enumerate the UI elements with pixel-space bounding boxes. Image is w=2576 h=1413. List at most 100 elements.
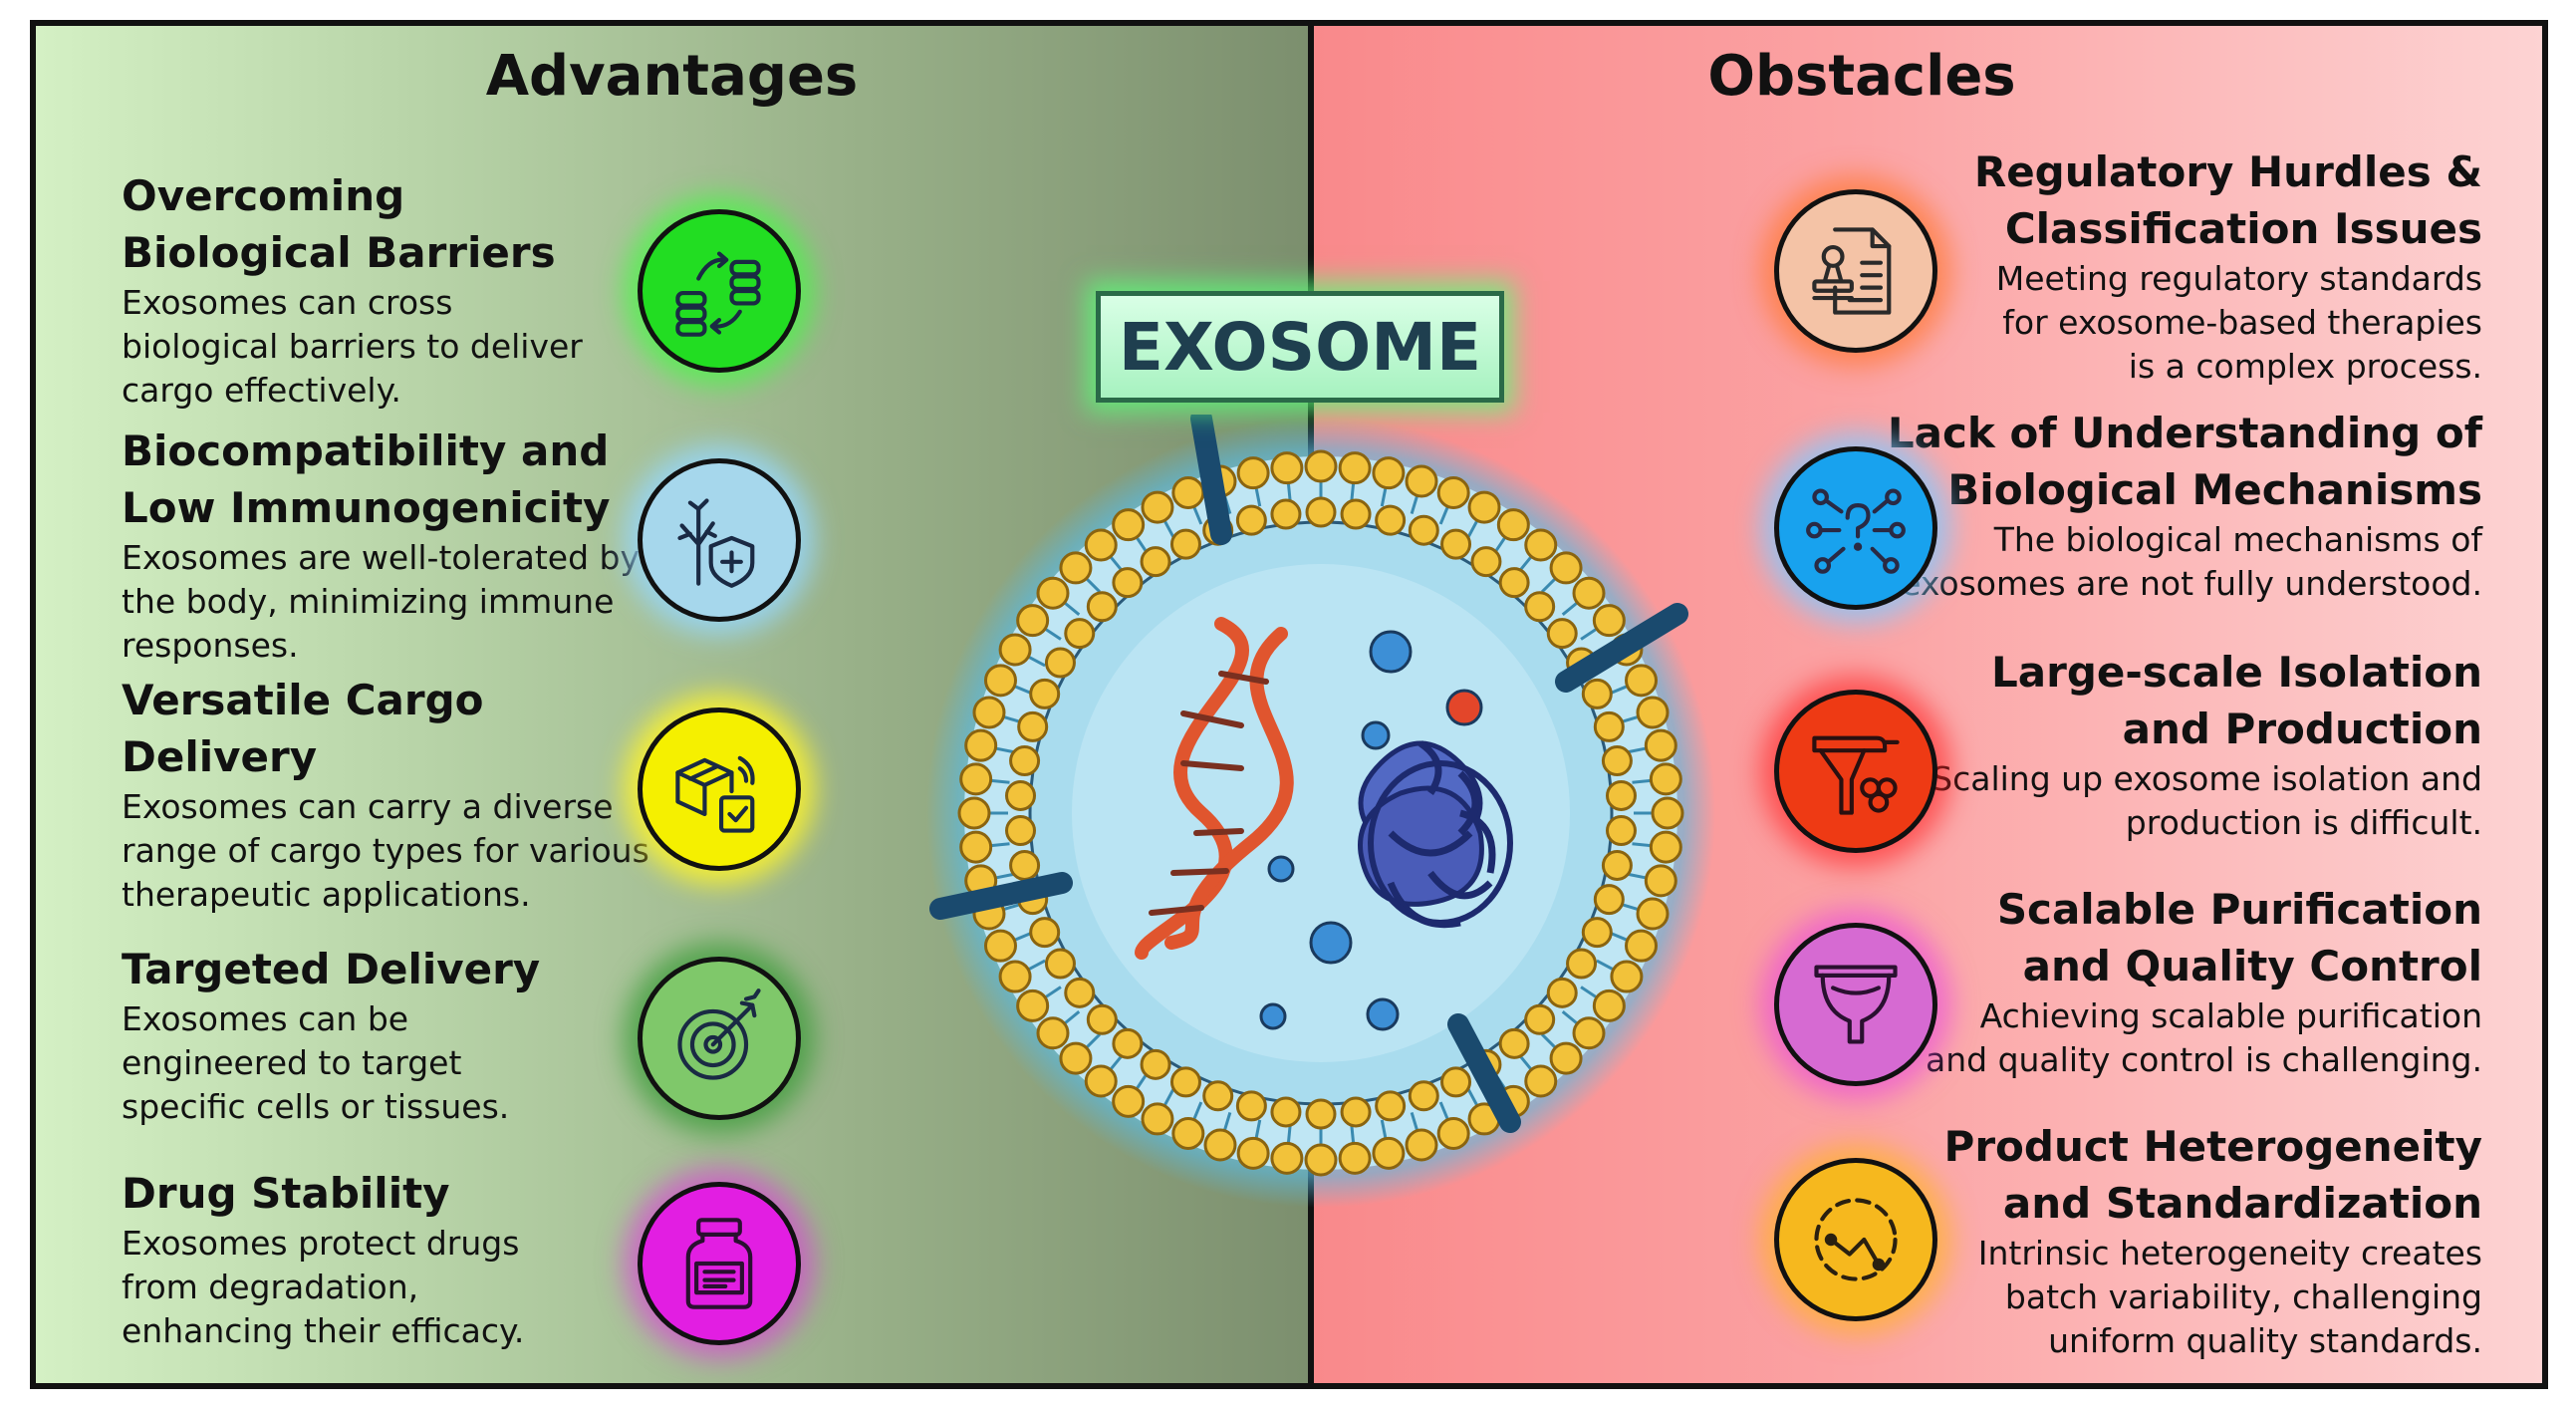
- lipid-tail: [1466, 1088, 1479, 1108]
- lipid-head-outer: [1084, 1064, 1118, 1098]
- lipid-head-outer: [1496, 508, 1530, 542]
- obstacle-circle-regulatory: [1774, 189, 1937, 353]
- obstacle-description: Intrinsic heterogeneity creates batch va…: [1977, 1234, 2482, 1360]
- lipid-head-inner: [1581, 678, 1613, 709]
- lipid-head-outer: [983, 929, 1017, 963]
- lipid-head-outer: [964, 728, 998, 762]
- lipid-head-inner: [1593, 710, 1625, 742]
- lipid-tail: [1191, 504, 1203, 525]
- lipid-tail: [1380, 486, 1388, 507]
- lipid-head-inner: [1593, 884, 1625, 916]
- lipid-tail: [1609, 684, 1630, 696]
- advantage-circle-biocompatibility: [638, 458, 801, 622]
- lipid-tail: [1108, 1053, 1124, 1072]
- lipid-head-outer: [1236, 1136, 1270, 1170]
- advantage-item-barriers: Overcoming Biological Barriers Exosomes …: [122, 167, 679, 413]
- lipid-head-inner: [1524, 591, 1556, 623]
- lipid-tail: [1632, 778, 1653, 784]
- lipid-head-outer: [959, 830, 993, 864]
- lipid-head-outer: [1649, 830, 1682, 864]
- lipid-tail: [1062, 600, 1081, 616]
- lipid-tail: [1286, 1124, 1292, 1145]
- lipid-tail: [1540, 576, 1558, 594]
- obstacles-heading: Obstacles: [1707, 44, 2016, 109]
- lipid-tail: [1026, 959, 1046, 972]
- lipid-head-inner: [1566, 948, 1598, 980]
- obstacle-item-regulatory: Regulatory Hurdles & Classification Issu…: [1845, 143, 2482, 389]
- lipid-head-outer: [1572, 1016, 1606, 1050]
- infographic-frame: Advantages Obstacles Overcoming Biologic…: [30, 20, 2548, 1389]
- advantage-circle-stability: [638, 1182, 801, 1345]
- lipid-tail: [1561, 600, 1580, 616]
- lipid-tail: [1632, 842, 1653, 848]
- lipid-head-inner: [1605, 815, 1637, 847]
- lipid-tail: [1254, 486, 1262, 507]
- lipid-head-inner: [1086, 1003, 1118, 1035]
- obstacle-title: Scalable Purification and Quality Contro…: [1996, 885, 2482, 990]
- lipid-head-inner: [1375, 1090, 1407, 1122]
- lipid-head-outer: [1651, 796, 1684, 830]
- lipid-head-outer: [1625, 664, 1659, 698]
- lipid-head-outer: [1016, 604, 1050, 638]
- lipid-head-outer: [1171, 1117, 1205, 1151]
- advantage-item-biocompatibility: Biocompatibility and Low Immunogenicity …: [122, 423, 719, 668]
- lipid-tail: [1026, 655, 1046, 668]
- lipid-head-outer: [1338, 451, 1372, 485]
- membrane-proteins: [929, 408, 1688, 1133]
- lipid-head-inner: [1605, 779, 1637, 811]
- lipid-head-outer: [1549, 1041, 1583, 1075]
- lipid-tail: [1012, 931, 1033, 943]
- advantage-title: Drug Stability: [122, 1169, 450, 1218]
- obstacle-item-purification: Scalable Purification and Quality Contro…: [1845, 881, 2482, 1082]
- lipid-head-outer: [1467, 490, 1501, 524]
- lipid-head-inner: [1044, 948, 1076, 980]
- advantage-item-stability: Drug Stability Exosomes protect drugs fr…: [122, 1165, 679, 1353]
- advantage-title: Targeted Delivery: [122, 945, 541, 993]
- lipid-tail: [1222, 1112, 1232, 1133]
- lipid-tail: [1012, 684, 1033, 696]
- lipid-head-inner: [1340, 1096, 1372, 1128]
- lipid-head-outer: [1338, 1141, 1372, 1175]
- lipid-head-inner: [1064, 977, 1096, 1008]
- question-network-icon: [1806, 488, 1906, 574]
- lipid-head-inner: [1009, 745, 1041, 777]
- obstacle-title: Large-scale Isolation and Production: [1991, 648, 2482, 753]
- lipid-tail: [1350, 1124, 1356, 1145]
- lipid-tail: [1438, 1101, 1450, 1122]
- lipid-head-inner: [1340, 498, 1372, 530]
- lipid-tail: [1438, 504, 1450, 525]
- advantage-description: Exosomes can cross biological barriers t…: [122, 283, 583, 410]
- lipid-tail: [1561, 1010, 1580, 1026]
- lipid-tail: [1043, 986, 1062, 999]
- obstacle-title: Product Heterogeneity and Standardizatio…: [1943, 1122, 2482, 1228]
- lipid-tail: [1609, 931, 1630, 943]
- lipid-head-outer: [1592, 989, 1626, 1022]
- lipid-head-outer: [1610, 960, 1644, 993]
- lipid-head-outer: [1405, 464, 1438, 498]
- lipid-head-inner: [1235, 504, 1267, 536]
- medicine-jar-icon: [685, 1218, 753, 1309]
- lipid-head-inner: [1029, 917, 1061, 949]
- lipid-head-inner: [1581, 917, 1613, 949]
- lipid-head-outer: [1112, 508, 1146, 542]
- advantage-title: Biocompatibility and Low Immunogenicity: [122, 426, 611, 532]
- server-transfer-icon: [675, 251, 761, 337]
- advantage-title: Versatile Cargo Delivery: [122, 676, 484, 781]
- pipette-cells-icon: [1812, 735, 1900, 815]
- lipid-head-inner: [1029, 678, 1061, 709]
- lipid-tail: [1380, 1119, 1388, 1140]
- obstacle-circle-isolation: [1774, 690, 1937, 853]
- lipid-head-outer: [1549, 551, 1583, 585]
- lipid-tail: [1466, 518, 1479, 538]
- obstacle-description: The biological mechanisms of exosomes ar…: [1901, 520, 2482, 603]
- lipid-tail: [1518, 554, 1534, 573]
- lipid-head-outer: [1236, 456, 1270, 490]
- lipid-head-inner: [1005, 815, 1037, 847]
- lipid-head-inner: [1140, 546, 1171, 578]
- advantage-description: Exosomes can be engineered to target spe…: [122, 999, 510, 1126]
- lipid-head-outer: [1524, 528, 1558, 562]
- phospholipid-heads: [957, 449, 1684, 1177]
- lipid-head-inner: [1017, 710, 1049, 742]
- package-delivery-icon: [675, 755, 755, 833]
- variability-circle-icon: [1814, 1198, 1898, 1281]
